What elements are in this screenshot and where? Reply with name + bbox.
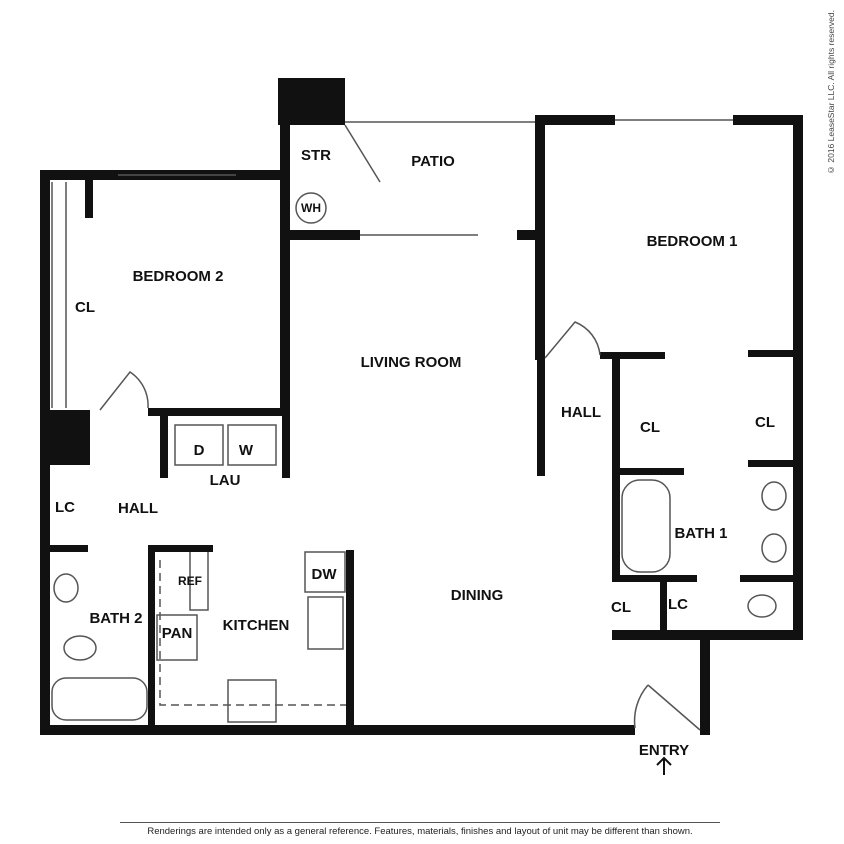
label-closet-bedroom-1b: CL: [755, 414, 775, 431]
entry-arrow-icon: [656, 756, 672, 775]
label-bedroom-1: BEDROOM 1: [647, 233, 738, 250]
label-linen-closet-left: LC: [55, 499, 75, 516]
label-bedroom-2: BEDROOM 2: [133, 268, 224, 285]
label-living-room: LIVING ROOM: [361, 354, 462, 371]
label-str: STR: [301, 147, 331, 164]
walls: [40, 78, 803, 735]
label-entry: ENTRY: [639, 742, 689, 759]
label-linen-closet-bath-1: LC: [668, 596, 688, 613]
label-dining: DINING: [451, 587, 504, 604]
copyright-notice: © 2016 LeaseStar LLC. All rights reserve…: [826, 10, 836, 175]
label-hall-right: HALL: [561, 404, 601, 421]
label-kitchen: KITCHEN: [223, 617, 290, 634]
label-bath-1: BATH 1: [674, 525, 727, 542]
label-closet-bath-1: CL: [611, 599, 631, 616]
label-refrigerator: REF: [178, 574, 202, 588]
label-pantry: PAN: [162, 625, 193, 642]
label-laundry: LAU: [210, 472, 241, 489]
room-labels: PATIO STR WH BEDROOM 1 BEDROOM 2 CL LIVI…: [55, 147, 775, 759]
label-wh: WH: [301, 201, 321, 215]
label-patio: PATIO: [411, 153, 455, 170]
label-closet-bedroom-1a: CL: [640, 419, 660, 436]
label-dryer: D: [194, 442, 205, 459]
water-heater-icon: [295, 192, 327, 224]
disclaimer: Renderings are intended only as a genera…: [120, 822, 720, 837]
label-closet-bedroom-2: CL: [75, 299, 95, 316]
label-hall-left: HALL: [118, 500, 158, 517]
label-washer: W: [239, 442, 254, 459]
label-bath-2: BATH 2: [89, 610, 142, 627]
windows-and-fixtures: [51, 119, 787, 731]
label-dishwasher: DW: [312, 566, 338, 583]
